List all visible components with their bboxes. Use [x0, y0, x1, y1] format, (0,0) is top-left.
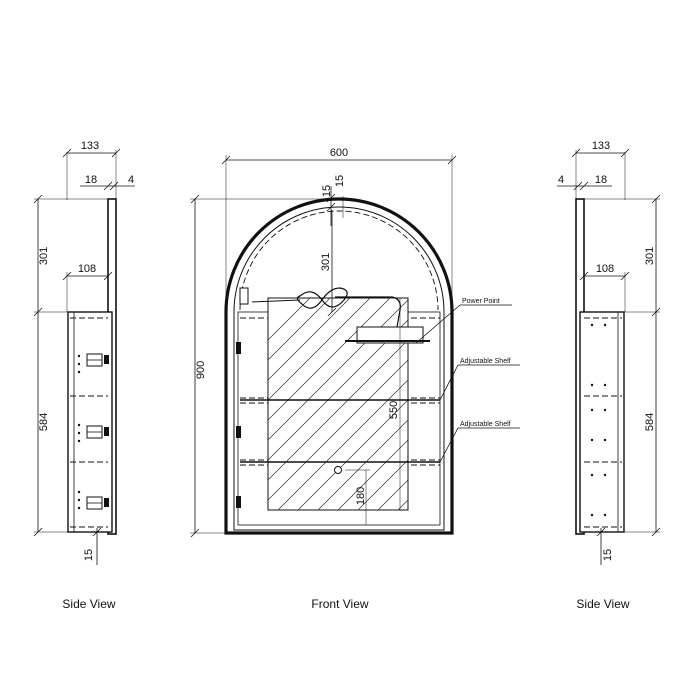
callout-power-point: Power Point [462, 298, 500, 305]
right-shelf-depth-dim: 108 [596, 263, 614, 275]
left-side-view-label: Side View [62, 597, 115, 611]
left-body-height-dim: 584 [38, 413, 50, 431]
right-base-dim: 15 [602, 549, 614, 561]
left-arch-height-dim: 301 [38, 247, 50, 265]
right-arch-height-dim: 301 [644, 247, 656, 265]
front-arch-height-dim: 301 [320, 253, 332, 271]
sensor-icon [334, 466, 342, 474]
right-depth-dim: 133 [592, 140, 610, 152]
front-arch-thickness-dim: 15 [321, 185, 333, 197]
left-hinge-top [86, 353, 109, 367]
front-mirror-height-dim: 550 [388, 401, 400, 419]
right-side-view-label: Side View [576, 597, 629, 611]
left-panel-dim: 18 [85, 174, 97, 186]
callout-adjustable-shelf-2: Adjustable Shelf [460, 421, 511, 428]
front-view-label: Front View [311, 597, 368, 611]
left-hinge-bottom [86, 496, 109, 510]
front-top-gap-dim: 15 [334, 175, 346, 187]
left-side-view: 133 18 4 [33, 140, 135, 565]
left-shelf-depth-dim: 108 [78, 263, 96, 275]
front-width-dim: 600 [330, 147, 348, 159]
left-back-dim: 4 [128, 174, 134, 186]
cable-knot [239, 287, 348, 309]
left-hinge-middle [86, 425, 109, 439]
callout-adjustable-shelf-1: Adjustable Shelf [460, 358, 511, 365]
right-back-dim: 4 [558, 174, 564, 186]
left-depth-dim: 133 [81, 140, 99, 152]
front-view: 600 900 [190, 147, 520, 538]
left-base-dim: 15 [83, 549, 95, 561]
right-side-view: 133 4 18 108 [557, 140, 661, 565]
power-point [335, 296, 430, 344]
right-body-height-dim: 584 [644, 413, 656, 431]
front-sensor-height-dim: 180 [355, 487, 367, 505]
right-panel-dim: 18 [595, 174, 607, 186]
front-total-height-dim: 900 [195, 361, 207, 379]
